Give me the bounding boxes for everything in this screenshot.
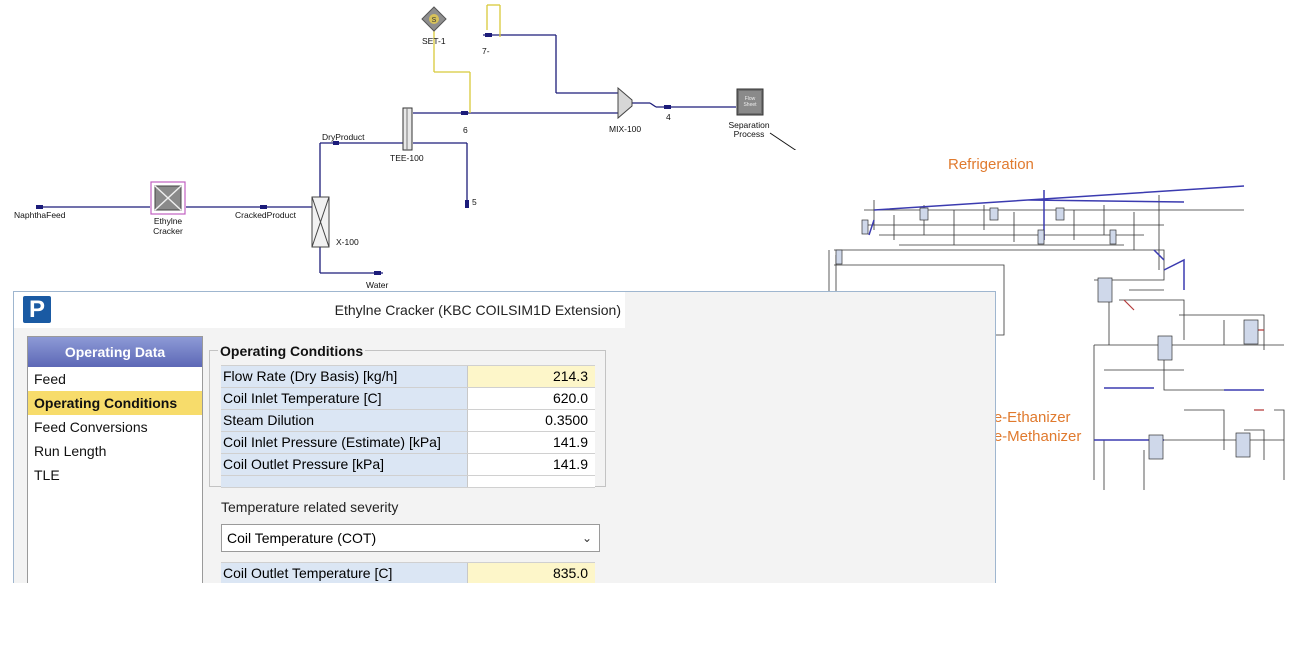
row-label: Coil Outlet Temperature [C] [221,563,468,584]
coil-inlet-pressure-field[interactable]: 141.9 [468,432,595,453]
nav-item-tle[interactable]: TLE [34,467,60,483]
cracker-label: Ethylne Cracker [153,216,183,236]
table-row: Steam Dilution 0.3500 [221,410,595,432]
tee100-label: TEE-100 [390,153,424,163]
set1-label: SET-1 [422,36,446,46]
operating-conditions-grid: Flow Rate (Dry Basis) [kg/h] 214.3 Coil … [221,365,595,488]
table-row: Flow Rate (Dry Basis) [kg/h] 214.3 [221,366,595,388]
row-label: Coil Inlet Pressure (Estimate) [kPa] [221,432,468,453]
coil-outlet-pressure-field[interactable]: 141.9 [468,454,595,475]
table-row: Coil Outlet Temperature [C] 835.0 [221,563,595,585]
separation-subflowsheet[interactable]: Flow Sheet [736,88,764,116]
operating-conditions-title: Operating Conditions [218,343,366,359]
de-ethanizer-label: De-Ethanizer [983,409,1071,426]
coil-outlet-temp-field[interactable]: 835.0 [468,563,595,584]
table-row: Coil Inlet Pressure (Estimate) [kPa] 141… [221,432,595,454]
nav-item-feed[interactable]: Feed [34,371,66,387]
severity-selected-value: Coil Temperature (COT) [227,530,377,546]
operating-data-nav: Operating Data Feed Operating Conditions… [27,336,203,585]
x100-separator[interactable] [311,196,330,248]
tee100-splitter[interactable] [402,107,413,151]
row-value-empty [468,476,595,487]
set-lines [433,4,501,113]
svg-text:Sheet: Sheet [743,102,757,108]
water-label: Water [366,280,389,290]
stream-7-label: 7- [482,46,490,56]
naphtha-feed-label: NaphthaFeed [14,210,66,220]
nav-item-operating-conditions[interactable]: Operating Conditions [28,391,202,415]
coil-inlet-temp-field[interactable]: 620.0 [468,388,595,409]
stream-5-label: 5 [472,197,477,207]
row-label-empty [221,476,468,487]
cracked-product-label: CrackedProduct [235,210,296,220]
severity-label: Temperature related severity [221,499,399,515]
nav-item-feed-conversions[interactable]: Feed Conversions [34,419,148,435]
row-label: Coil Inlet Temperature [C] [221,388,468,409]
mix100-label: MIX-100 [609,124,642,134]
nav-header: Operating Data [28,337,202,367]
bottom-blank-area [0,583,1312,648]
chevron-down-icon[interactable]: ⌄ [581,531,592,545]
stream-4-label: 4 [666,112,671,122]
unit-op-dialog: P Ethylne Cracker (KBC COILSIM1D Extensi… [13,291,996,585]
stream-6-label: 6 [463,125,468,135]
x100-label: X-100 [336,237,359,247]
table-row: Coil Inlet Temperature [C] 620.0 [221,388,595,410]
table-row-empty [221,476,595,488]
svg-text:Flow: Flow [745,96,756,102]
row-label: Flow Rate (Dry Basis) [kg/h] [221,366,468,387]
ethylne-cracker-unit[interactable] [150,181,186,215]
table-row: Coil Outlet Pressure [kPa] 141.9 [221,454,595,476]
severity-grid: Coil Outlet Temperature [C] 835.0 [221,562,595,585]
steam-dilution-field[interactable]: 0.3500 [468,410,595,431]
dry-product-label: DryProduct [322,132,365,142]
de-methanizer-label: De-Methanizer [983,428,1082,445]
row-label: Coil Outlet Pressure [kPa] [221,454,468,475]
app-logo-icon: P [23,296,51,323]
dialog-header: P Ethylne Cracker (KBC COILSIM1D Extensi… [14,292,625,328]
mix100-mixer[interactable] [617,86,633,120]
set1-unit[interactable]: S [421,6,447,32]
dialog-title: Ethylne Cracker (KBC COILSIM1D Extension… [334,302,621,318]
stream-lines [36,34,736,274]
stream-arrows [36,33,671,275]
severity-select[interactable]: Coil Temperature (COT) ⌄ [221,524,600,552]
nav-item-run-length[interactable]: Run Length [34,443,107,459]
svg-text:S: S [432,17,437,24]
flow-rate-field[interactable]: 214.3 [468,366,595,387]
refrigeration-label: Refrigeration [948,156,1034,173]
row-label: Steam Dilution [221,410,468,431]
separation-label: Separation Process [728,120,770,139]
